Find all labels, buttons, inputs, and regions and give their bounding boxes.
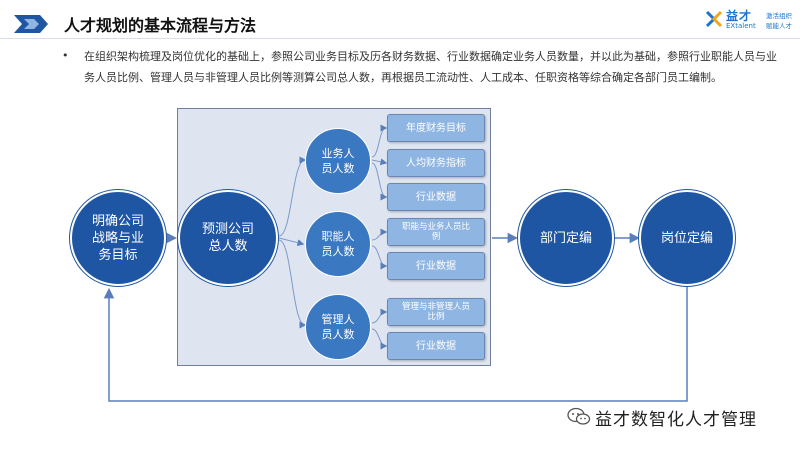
logo-name: 益才 [726,9,753,23]
watermark: 益才数智化人才管理 [567,405,797,430]
chevron-right-icon [14,15,48,33]
position-staffing-label: 岗位定编 [660,230,713,246]
watermark-text: 益才数智化人才管理 [595,410,757,430]
page-title: 人才规划的基本流程与方法 [64,16,257,35]
start-line-3: 务目标 [98,247,138,263]
total-line-1: 预测公司 [201,222,254,237]
leaf-per-capita-financial-index: 人均财务指标 [387,149,485,177]
leaf-annual-financial-target: 年度财务目标 [387,114,485,142]
bullet-icon: • [62,49,69,62]
position-staffing-circle: 岗位定编 [639,190,735,286]
logo: 益才 EXtalent 激活组织 赋能人才 [704,6,796,36]
group-management-line-2: 员人数 [321,328,355,341]
leaf-functional-business-ratio: 职能与业务人员比 例 [387,218,485,246]
leaf-industry-data-functional: 行业数据 [387,252,485,280]
group-business-line-2: 员人数 [321,162,355,175]
logo-icon [705,10,723,28]
leaf-industry-data-management: 行业数据 [387,332,485,360]
dept-staffing-circle: 部门定编 [518,190,614,286]
leaf-management-ratio: 管理与非管理人员 比例 [387,298,485,326]
leaf-management-ratio-line-2: 比例 [427,312,445,322]
logo-slogan-1: 激活组织 [766,12,792,20]
group-circle-functional: 职能人 员人数 [305,211,371,277]
group-functional-line-2: 员人数 [321,245,355,258]
header: 人才规划的基本流程与方法 益才 EXtalent 激活组织 赋能人才 [0,0,800,46]
group-management-line-1: 管理人 [321,313,355,326]
leaf-functional-ratio-line-2: 例 [431,232,441,242]
header-divider [0,38,800,39]
description-text: 在组织架构梳理及岗位优化的基础上，参照公司业务目标及历各财务数据、行业数据确定业… [84,50,777,84]
group-functional-line-1: 职能人 [321,230,355,243]
logo-slogan-2: 赋能人才 [766,22,792,30]
start-line-2: 战略与业 [91,230,144,246]
logo-sub: EXtalent [726,22,756,30]
leaf-functional-ratio-line-1: 职能与业务人员比 [401,222,470,232]
total-headcount-circle: 预测公司 总人数 [178,190,278,286]
dept-staffing-label: 部门定编 [539,230,592,246]
wechat-icon [567,407,591,425]
group-circle-business: 业务人 员人数 [305,128,371,194]
start-line-1: 明确公司 [91,213,144,229]
start-circle-strategy: 明确公司 战略与业 务目标 [70,190,166,286]
group-business-line-1: 业务人 [321,147,355,160]
leaf-industry-data-business: 行业数据 [387,183,485,211]
leaf-management-ratio-line-1: 管理与非管理人员 [401,302,470,312]
group-circle-management: 管理人 员人数 [305,294,371,360]
total-line-2: 总人数 [208,239,248,254]
